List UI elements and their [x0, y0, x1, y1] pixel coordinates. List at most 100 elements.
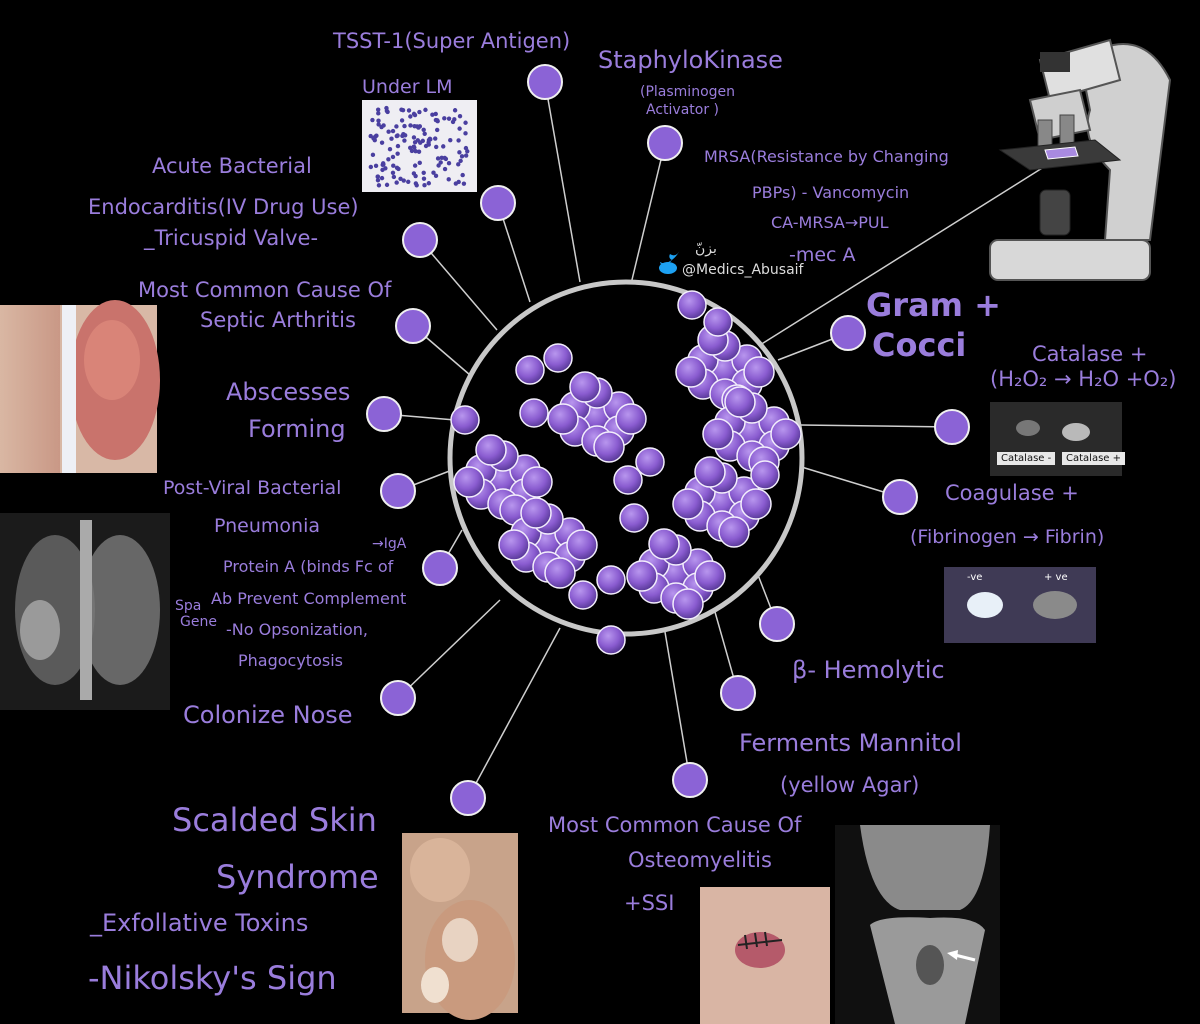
lm-coccus [452, 108, 458, 113]
lm-coccus [463, 131, 468, 136]
label-catalase-1: Catalase + [1032, 342, 1148, 366]
microscope-icon [989, 38, 1172, 281]
lm-coccus [457, 150, 462, 155]
lm-coccus [433, 136, 438, 141]
lm-coccus [390, 128, 396, 134]
lm-coccus [411, 144, 417, 149]
lm-coccus [401, 131, 406, 137]
coccus [702, 418, 734, 450]
lm-coccus [391, 174, 397, 180]
chest-xray-photo [0, 513, 170, 710]
label-mrsa-4: -mec A [789, 244, 856, 266]
lm-coccus [422, 183, 427, 188]
lm-coccus [394, 180, 399, 185]
lm-coccus [442, 116, 447, 121]
lm-coccus [375, 107, 381, 112]
lm-coccus [421, 127, 426, 132]
lm-coccus [421, 170, 426, 175]
label-catalase-2: (H₂O₂ → H₂O +O₂) [990, 367, 1177, 391]
label-osteo-3: +SSI [624, 891, 675, 915]
coccus [544, 557, 576, 589]
label-osteo-1: Most Common Cause Of [548, 813, 802, 837]
coccus [619, 503, 649, 533]
label-endocarditis-2: Endocarditis(IV Drug Use) [88, 195, 359, 219]
lm-coccus [368, 164, 374, 170]
label-protein-a-1: Protein A (binds Fc of [223, 557, 394, 576]
twitter-bird-icon [659, 250, 680, 274]
under-lm-micrograph [362, 100, 477, 192]
lm-coccus [398, 176, 403, 181]
lm-coccus [435, 156, 441, 161]
lm-coccus [370, 117, 375, 123]
coccus [596, 625, 626, 655]
lm-coccus [399, 118, 405, 123]
label-endocarditis-1: Acute Bacterial [152, 154, 312, 178]
lm-coccus [370, 152, 376, 158]
lm-coccus [384, 105, 389, 111]
lm-coccus [371, 136, 376, 141]
label-sss-1: Scalded Skin [172, 801, 377, 839]
lm-coccus [376, 111, 381, 116]
label-pneumonia-1: Post-Viral Bacterial [163, 477, 342, 499]
lm-coccus [401, 178, 406, 183]
lm-coccus [436, 163, 441, 168]
lm-coccus [394, 124, 399, 129]
lm-coccus [430, 112, 435, 117]
lm-coccus [446, 177, 451, 182]
lm-coccus [450, 119, 456, 125]
lm-coccus [417, 109, 422, 115]
coccus [718, 516, 750, 548]
label-plasminogen-1: (Plasminogen [640, 84, 736, 100]
lm-coccus [395, 151, 400, 156]
lm-coccus [442, 166, 448, 172]
lm-coccus [422, 131, 427, 136]
lm-coccus [435, 118, 440, 124]
lm-coccus [461, 181, 467, 186]
label-hemolytic: β- Hemolytic [792, 656, 945, 684]
lm-coccus [434, 127, 440, 133]
lm-coccus [433, 173, 439, 179]
coccus [519, 398, 549, 428]
lm-coccus [386, 157, 391, 162]
coccus [498, 529, 530, 561]
label-spa-1: Spa [175, 598, 202, 614]
coccus [453, 466, 485, 498]
lm-coccus [434, 144, 439, 150]
coccus [694, 456, 726, 488]
coccus [703, 307, 733, 337]
label-gram-1: Gram + [866, 286, 1001, 324]
scalded-skin-photo [402, 833, 518, 1020]
label-sss-3: _Exfollative Toxins [90, 909, 309, 937]
coccus [743, 356, 775, 388]
label-mannitol-1: Ferments Mannitol [739, 729, 962, 757]
coccus [675, 356, 707, 388]
lm-coccus [418, 140, 423, 145]
coccus [475, 434, 507, 466]
lm-coccus [417, 160, 422, 166]
coccus [626, 560, 658, 592]
catalase-negative-caption: Catalase - [997, 452, 1056, 465]
coccus [613, 465, 643, 495]
lm-coccus [426, 181, 432, 186]
label-septic-2: Septic Arthritis [200, 308, 356, 332]
lm-coccus [457, 126, 462, 131]
lm-coccus [439, 155, 444, 161]
label-colonize: Colonize Nose [183, 701, 353, 729]
coccus [566, 529, 598, 561]
lm-coccus [375, 174, 380, 179]
lm-coccus [433, 111, 438, 117]
lm-coccus [416, 149, 422, 154]
lm-coccus [400, 107, 406, 113]
lm-coccus [376, 183, 382, 188]
twitter-handle: @Medics_Abusaif [682, 262, 804, 278]
lm-coccus [379, 175, 385, 181]
label-abscess-1: Abscesses [226, 378, 351, 406]
coccus [672, 588, 704, 620]
label-tsst: TSST-1(Super Antigen) [333, 29, 571, 53]
lm-coccus [386, 129, 391, 134]
label-protein-a-4: Phagocytosis [238, 651, 343, 670]
connector-lines [383, 81, 1056, 799]
coagulase-positive-caption: + ve [1044, 572, 1068, 583]
lm-coccus [438, 160, 443, 165]
lm-coccus [446, 161, 452, 166]
